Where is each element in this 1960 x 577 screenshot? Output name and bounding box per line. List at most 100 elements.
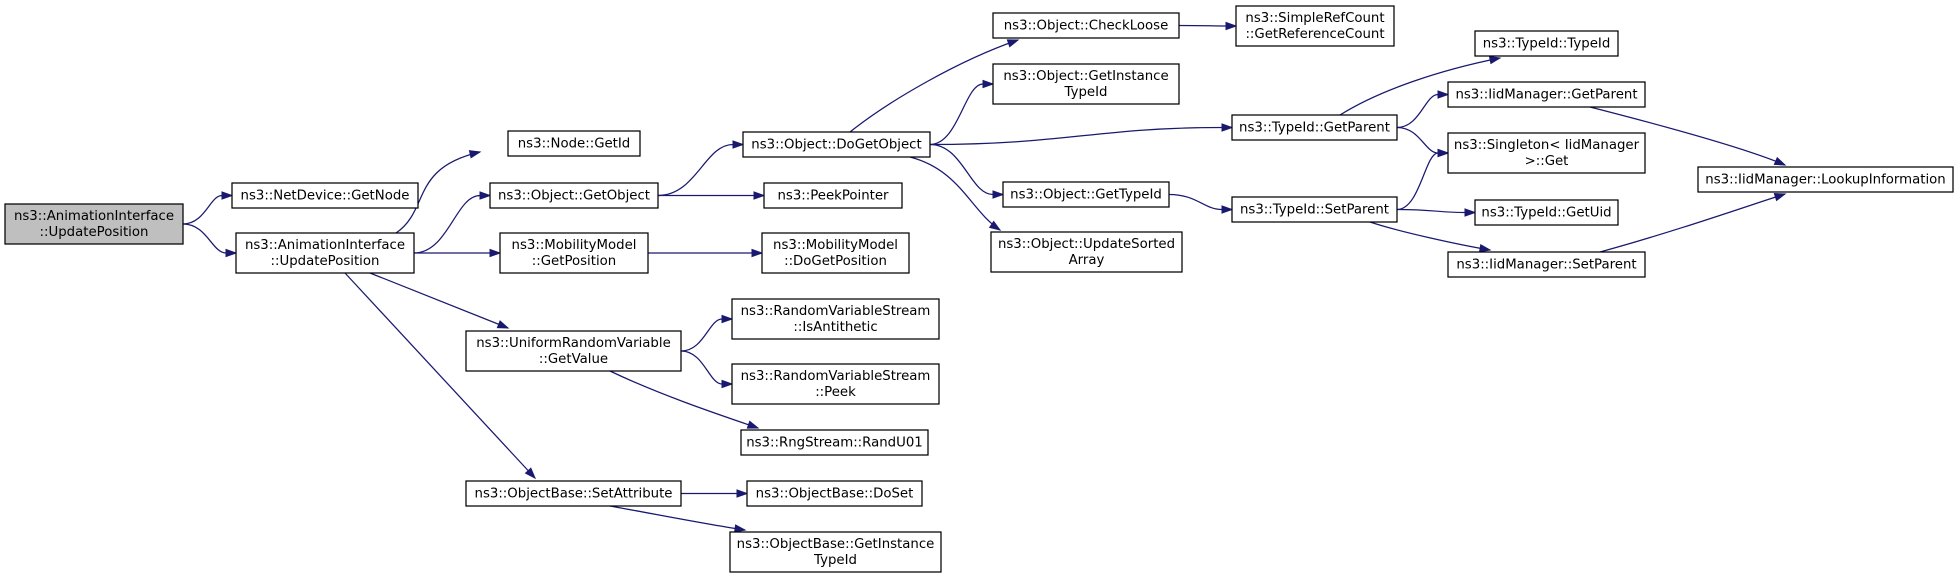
node-objbase-doset[interactable]: ns3::ObjectBase::DoSet (746, 480, 923, 507)
node-label: ns3::Object::GetTypeId (1010, 188, 1162, 203)
node-root[interactable]: ns3::AnimationInterface::UpdatePosition (4, 203, 184, 245)
node-node-getid[interactable]: ns3::Node::GetId (507, 130, 641, 157)
node-label: ns3::Singleton< IidManager (1454, 138, 1640, 153)
node-netdev-getnode[interactable]: ns3::NetDevice::GetNode (231, 182, 419, 209)
edge-obj_getobject-to-peekpointer (658, 191, 766, 200)
arrowhead-icon (225, 248, 238, 258)
edge-line (1369, 221, 1491, 251)
node-label: ::Peek (815, 385, 856, 400)
node-label: ns3::UniformRandomVariable (476, 336, 671, 351)
node-label: Array (1069, 253, 1105, 268)
arrowhead-icon (1006, 39, 1020, 48)
node-box (1447, 81, 1646, 108)
arrowhead-icon (496, 320, 510, 329)
node-tid-typeid[interactable]: ns3::TypeId::TypeId (1474, 30, 1619, 57)
node-box (465, 330, 682, 372)
edge-line (1168, 193, 1223, 211)
node-mob-getpos[interactable]: ns3::MobilityModel::GetPosition (499, 232, 649, 274)
edge-line (344, 272, 536, 479)
node-box (465, 480, 682, 507)
node-label: ns3::TypeId::SetParent (1240, 203, 1389, 218)
node-box (1474, 30, 1619, 57)
node-label: ns3::NetDevice::GetNode (241, 189, 410, 204)
arrowhead-icon (1464, 208, 1477, 217)
node-label: ns3::IidManager::SetParent (1456, 258, 1636, 273)
node-box (1002, 181, 1170, 208)
node-objbase-setattr[interactable]: ns3::ObjectBase::SetAttribute (465, 480, 682, 507)
node-peekpointer[interactable]: ns3::PeekPointer (763, 182, 903, 209)
edge-tid_setparent-to-iid_setparent (1369, 221, 1492, 253)
edge-line (1339, 57, 1501, 116)
node-box (1235, 5, 1395, 47)
arrowhead-icon (733, 524, 747, 533)
edge-obj_checkloose-to-src_getrefcount (1178, 21, 1238, 31)
node-box (740, 429, 929, 456)
arrowhead-icon (1773, 156, 1787, 166)
arrowhead-icon (746, 420, 760, 429)
node-src-getrefcount[interactable]: ns3::SimpleRefCount::GetReferenceCount (1235, 5, 1395, 47)
arrowhead-icon (1478, 244, 1492, 253)
arrowhead-icon (732, 140, 745, 149)
edge-anim_updpos-to-unif_getvalue (369, 272, 510, 329)
node-obj-getobject[interactable]: ns3::Object::GetObject (489, 182, 659, 209)
node-box (746, 480, 923, 507)
node-iid-lookupinfo[interactable]: ns3::IidManager::LookupInformation (1697, 166, 1954, 193)
node-box (489, 182, 659, 209)
node-rvs-isanti[interactable]: ns3::RandomVariableStream::IsAntithetic (731, 298, 940, 340)
node-box (731, 363, 940, 405)
node-box (729, 531, 942, 573)
arrowhead-icon (1225, 21, 1238, 31)
node-box (507, 130, 641, 157)
edge-line (680, 318, 723, 352)
node-box (1231, 114, 1398, 141)
node-anim-updpos[interactable]: ns3::AnimationInterface::UpdatePosition (235, 232, 415, 274)
node-label: ns3::AnimationInterface (245, 238, 405, 253)
node-iid-getparent[interactable]: ns3::IidManager::GetParent (1447, 81, 1646, 108)
node-mob-dogetpos[interactable]: ns3::MobilityModel::DoGetPosition (761, 232, 910, 274)
node-box (1697, 166, 1954, 193)
node-label: ns3::ObjectBase::SetAttribute (475, 487, 673, 502)
node-obj-dogetobject[interactable]: ns3::Object::DoGetObject (742, 131, 931, 158)
node-unif-getvalue[interactable]: ns3::UniformRandomVariable::GetValue (465, 330, 682, 372)
node-box (235, 232, 415, 274)
edge-root-to-netdev_getnode (182, 191, 234, 225)
node-label: ::IsAntithetic (793, 320, 877, 335)
edge-line (609, 370, 759, 429)
edge-obj_dogetobject-to-obj_getinsttid (929, 79, 995, 146)
node-label: ns3::PeekPointer (777, 189, 889, 204)
edge-unif_getvalue-to-rvs_peek (680, 350, 734, 389)
node-singleton-get[interactable]: ns3::Singleton< IidManager >::Get (1447, 132, 1646, 174)
node-tid-setparent[interactable]: ns3::TypeId::SetParent (1231, 196, 1398, 223)
node-box (763, 182, 903, 209)
node-tid-getuid[interactable]: ns3::TypeId::GetUid (1474, 199, 1619, 226)
edge-obj_dogetobject-to-obj_checkloose (849, 39, 1020, 133)
edge-obj_dogetobject-to-tid_getparent (929, 123, 1234, 146)
edge-anim_updpos-to-objbase_setattr (344, 272, 537, 480)
node-obj-gettypeid[interactable]: ns3::Object::GetTypeId (1002, 181, 1170, 208)
node-label: >::Get (1525, 154, 1569, 169)
node-label: ns3::RandomVariableStream (741, 304, 931, 319)
node-label: ns3::Object::GetObject (498, 189, 650, 204)
edges-layer (182, 21, 1787, 533)
node-rvs-peek[interactable]: ns3::RandomVariableStream::Peek (731, 363, 940, 405)
edge-line (1396, 208, 1466, 214)
node-label: ::GetReferenceCount (1245, 27, 1384, 42)
edge-iid_setparent-to-iid_lookupinfo (1599, 193, 1787, 253)
node-iid-setparent[interactable]: ns3::IidManager::SetParent (1447, 251, 1646, 278)
node-label: ns3::TypeId::GetUid (1481, 206, 1611, 221)
node-obj-checkloose[interactable]: ns3::Object::CheckLoose (992, 12, 1180, 39)
arrowhead-icon (1221, 123, 1234, 132)
arrowhead-icon (982, 79, 995, 89)
edge-line (182, 194, 223, 225)
node-rng-randu01[interactable]: ns3::RngStream::RandU01 (740, 429, 929, 456)
node-label: ns3::ObjectBase::DoSet (756, 487, 914, 502)
nodes-layer: ns3::AnimationInterface::UpdatePositionn… (4, 5, 1954, 573)
node-tid-getparent[interactable]: ns3::TypeId::GetParent (1231, 114, 1398, 141)
edge-line (609, 505, 746, 531)
edge-line (1396, 126, 1439, 154)
node-box (4, 203, 184, 245)
